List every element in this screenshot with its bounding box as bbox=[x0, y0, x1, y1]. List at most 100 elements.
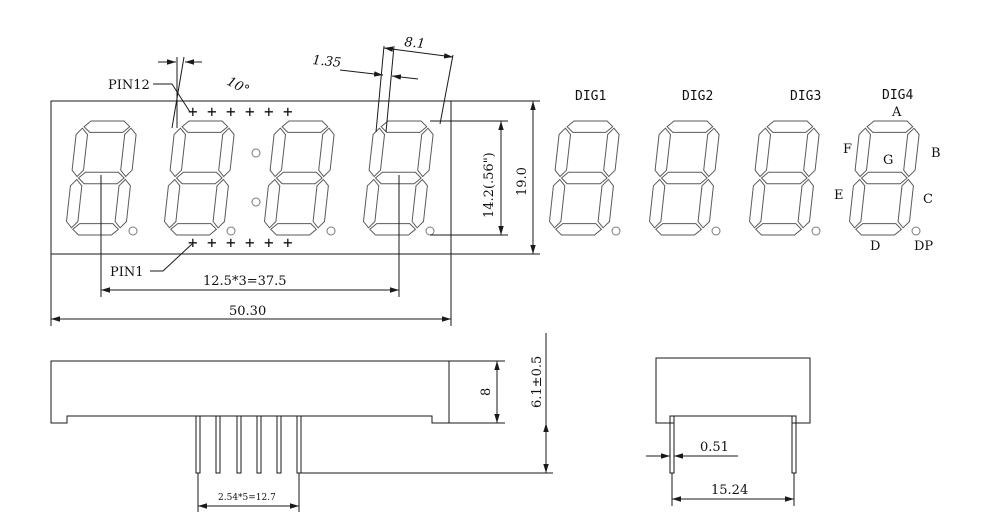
pin-mark: + bbox=[283, 233, 293, 252]
digit-label-3: DIG3 bbox=[790, 89, 821, 104]
pin-mark: + bbox=[226, 102, 236, 121]
right-digit-3-decimal-point bbox=[811, 226, 821, 236]
front-digit-2-decimal-point bbox=[226, 226, 236, 236]
top-pin-marks: + + + + + + bbox=[188, 102, 293, 121]
front-digit-3-decimal-point bbox=[326, 226, 336, 236]
right-digit-4-decimal-point bbox=[911, 226, 921, 236]
right-digit-1-segment-e bbox=[548, 178, 566, 229]
front-digit-2-segment-g bbox=[175, 171, 223, 185]
right-digit-1-segment-b bbox=[603, 127, 620, 178]
right-digit-3-segment-e bbox=[748, 178, 766, 229]
segment-label-dp: DP bbox=[914, 239, 933, 254]
front-digit-2-segment-e bbox=[163, 178, 181, 229]
right-digit-3-segment-a bbox=[766, 120, 814, 133]
right-digit-2-segment-e bbox=[648, 178, 666, 229]
right-digit-1-decimal-point bbox=[611, 226, 621, 236]
segment-label-g: G bbox=[883, 153, 893, 168]
dim-14-2-label: 14.2(.56") bbox=[482, 152, 497, 218]
angle-slant-ref bbox=[171, 56, 185, 129]
side-view-body bbox=[50, 360, 450, 424]
dim-1-35-label: 1.35 bbox=[312, 53, 342, 71]
front-digit-4-segment-e bbox=[362, 178, 380, 229]
front-digit-3-segment-a bbox=[281, 120, 329, 133]
dim-pin-length-label: 6.1±0.5 bbox=[530, 356, 545, 408]
pin-mark: + bbox=[264, 233, 274, 252]
segment-label-e: E bbox=[834, 188, 844, 203]
front-digit-3-segment-b bbox=[318, 127, 335, 178]
segment-label-c: C bbox=[923, 192, 933, 207]
front-digit-2-segment-b bbox=[218, 127, 235, 178]
front-digit-2-segment-a bbox=[181, 120, 229, 133]
pin1-leader bbox=[150, 243, 193, 272]
front-digit-4-segment-c bbox=[411, 178, 428, 229]
dim-1-35-arrow bbox=[339, 69, 384, 77]
front-digit-1-segment-d bbox=[72, 223, 120, 236]
right-digit-2-segment-f bbox=[654, 127, 672, 178]
pin-mark: + bbox=[188, 102, 198, 121]
front-digit-2-segment-c bbox=[212, 178, 229, 229]
segment-label-d: D bbox=[870, 239, 880, 254]
pin-mark: + bbox=[264, 102, 274, 121]
segment-label-f: F bbox=[843, 142, 852, 157]
front-digit-3-segment-d bbox=[270, 223, 318, 236]
pin-mark: + bbox=[226, 233, 236, 252]
front-digit-3-segment-f bbox=[269, 127, 287, 178]
dim-row-spacing-label: 15.24 bbox=[711, 483, 748, 498]
dim-extension bbox=[375, 45, 385, 133]
end-view-body bbox=[655, 357, 811, 424]
colon-dot bbox=[251, 197, 261, 207]
front-digit-4-segment-b bbox=[417, 127, 434, 178]
front-view-body bbox=[50, 100, 452, 255]
side-view-pins bbox=[195, 415, 302, 474]
right-digit-3-segment-g bbox=[760, 171, 808, 185]
right-digit-1-segment-d bbox=[555, 223, 603, 236]
front-digit-1-segment-g bbox=[77, 171, 125, 185]
front-digit-1-decimal-point bbox=[128, 226, 138, 236]
front-digit-2-segment-f bbox=[169, 127, 187, 178]
right-digit-1-segment-g bbox=[560, 171, 608, 185]
dim-19-0-label: 19.0 bbox=[515, 167, 530, 196]
right-digit-4-segment-b bbox=[903, 127, 920, 178]
right-digit-2-segment-g bbox=[660, 171, 708, 185]
digit-label-4: DIG4 bbox=[882, 88, 913, 103]
front-digit-1-segment-f bbox=[71, 127, 89, 178]
right-digit-4-segment-f bbox=[854, 127, 872, 178]
right-digit-4-segment-e bbox=[848, 178, 866, 229]
front-digit-3-segment-e bbox=[263, 178, 281, 229]
front-digit-4-decimal-point bbox=[425, 226, 435, 236]
dim-8-1-label: 8.1 bbox=[404, 35, 426, 52]
right-digit-1-segment-a bbox=[566, 120, 614, 133]
pin-mark: + bbox=[245, 102, 255, 121]
angle-label: 10° bbox=[224, 74, 251, 98]
segment-label-b: B bbox=[931, 146, 941, 161]
dim-pin-pitch-label: 2.54*5=12.7 bbox=[218, 493, 276, 503]
dim-body-width-label: 50.30 bbox=[229, 304, 266, 319]
right-digit-3-segment-d bbox=[755, 223, 803, 236]
dim-digit-pitch-label: 12.5*3=37.5 bbox=[203, 274, 287, 289]
right-digit-3-segment-f bbox=[754, 127, 772, 178]
right-digit-4-segment-c bbox=[897, 178, 914, 229]
right-digit-4-segment-d bbox=[855, 223, 903, 236]
pin-mark: + bbox=[207, 102, 217, 121]
pin-mark: + bbox=[207, 233, 217, 252]
right-digit-2-segment-c bbox=[697, 178, 714, 229]
right-digit-3-segment-c bbox=[797, 178, 814, 229]
pin-mark: + bbox=[283, 102, 293, 121]
pin1-label: PIN1 bbox=[110, 265, 144, 280]
front-digit-1-segment-c bbox=[114, 178, 131, 229]
dim-extension bbox=[439, 54, 454, 125]
end-view-pin bbox=[791, 415, 797, 474]
right-digits bbox=[548, 120, 921, 236]
dim-8-1-line bbox=[383, 46, 454, 59]
dim-pin-dia-label: 0.51 bbox=[700, 440, 729, 455]
segment-label-a: A bbox=[891, 105, 902, 120]
right-digit-1-segment-f bbox=[554, 127, 572, 178]
front-digit-4-segment-a bbox=[380, 120, 428, 133]
front-digit-1-segment-e bbox=[65, 178, 83, 229]
right-digit-2-segment-d bbox=[655, 223, 703, 236]
dim-1-35-arrow bbox=[391, 74, 419, 80]
pin12-leader bbox=[153, 83, 191, 113]
right-digit-4-segment-a bbox=[866, 120, 914, 133]
front-digit-4-segment-f bbox=[368, 127, 386, 178]
